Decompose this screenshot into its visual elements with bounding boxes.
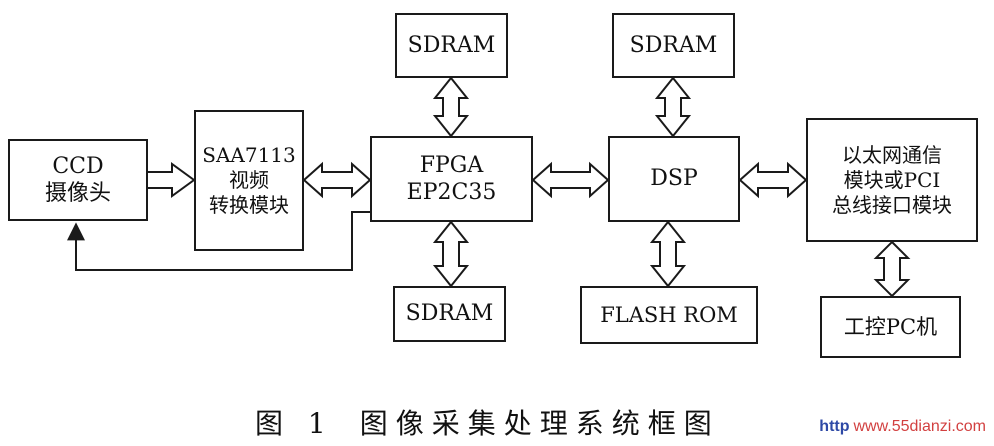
fpga-block: FPGA EP2C35 [370, 136, 533, 222]
dsp-block: DSP [608, 136, 740, 222]
arrow-sdram-dsp [654, 76, 692, 138]
sdram-top-fpga-block: SDRAM [395, 13, 508, 78]
sdram-label: SDRAM [629, 32, 718, 58]
arrow-saa-fpga [302, 161, 372, 199]
fpga-label-line1: FPGA [419, 152, 484, 178]
arrow-fpga-sdram-bottom [432, 220, 470, 288]
ethernet-pci-block: 以太网通信 模块或PCI 总线接口模块 [806, 118, 978, 242]
watermark-prefix: http [819, 418, 850, 435]
dsp-label: DSP [650, 166, 698, 192]
sdram-label: SDRAM [407, 32, 496, 58]
eth-label-line3: 总线接口模块 [832, 192, 952, 217]
figure-number: 图 1 [255, 407, 334, 440]
eth-label-line1: 以太网通信 [842, 142, 942, 167]
industrial-pc-label: 工控PC机 [843, 314, 938, 339]
sdram-bottom-fpga-block: SDRAM [393, 286, 506, 342]
arrow-sdram-top-fpga [432, 76, 470, 138]
eth-label-line2: 模块或PCI [843, 167, 941, 192]
sdram-top-dsp-block: SDRAM [612, 13, 735, 78]
arrow-fpga-dsp [531, 161, 610, 199]
watermark-site: www.55dianzi.com [853, 418, 987, 435]
ccd-label-line2: 摄像头 [44, 181, 111, 206]
industrial-pc-block: 工控PC机 [820, 296, 961, 358]
saa7113-block: SAA7113 视频 转换模块 [194, 110, 304, 251]
arrow-dsp-eth [738, 161, 808, 199]
flash-rom-block: FLASH ROM [580, 286, 758, 344]
saa-label-line1: SAA7113 [202, 143, 296, 167]
arrow-eth-pc [873, 240, 911, 298]
arrow-ccd-to-saa [145, 162, 196, 198]
control-line-fpga-to-ccd [67, 211, 372, 271]
saa-label-line2: 视频 [229, 168, 269, 192]
figure-title: 图像采集处理系统框图 [359, 407, 720, 440]
saa-label-line3: 转换模块 [209, 193, 289, 217]
fpga-label-line2: EP2C35 [406, 180, 497, 205]
figure-caption: 图 1 图像采集处理系统框图 [255, 402, 720, 442]
flash-rom-label: FLASH ROM [600, 302, 738, 327]
sdram-label: SDRAM [405, 301, 494, 327]
arrow-dsp-flash [649, 220, 687, 288]
ccd-label-line1: CCD [52, 153, 104, 179]
ccd-camera-block: CCD 摄像头 [8, 139, 148, 221]
